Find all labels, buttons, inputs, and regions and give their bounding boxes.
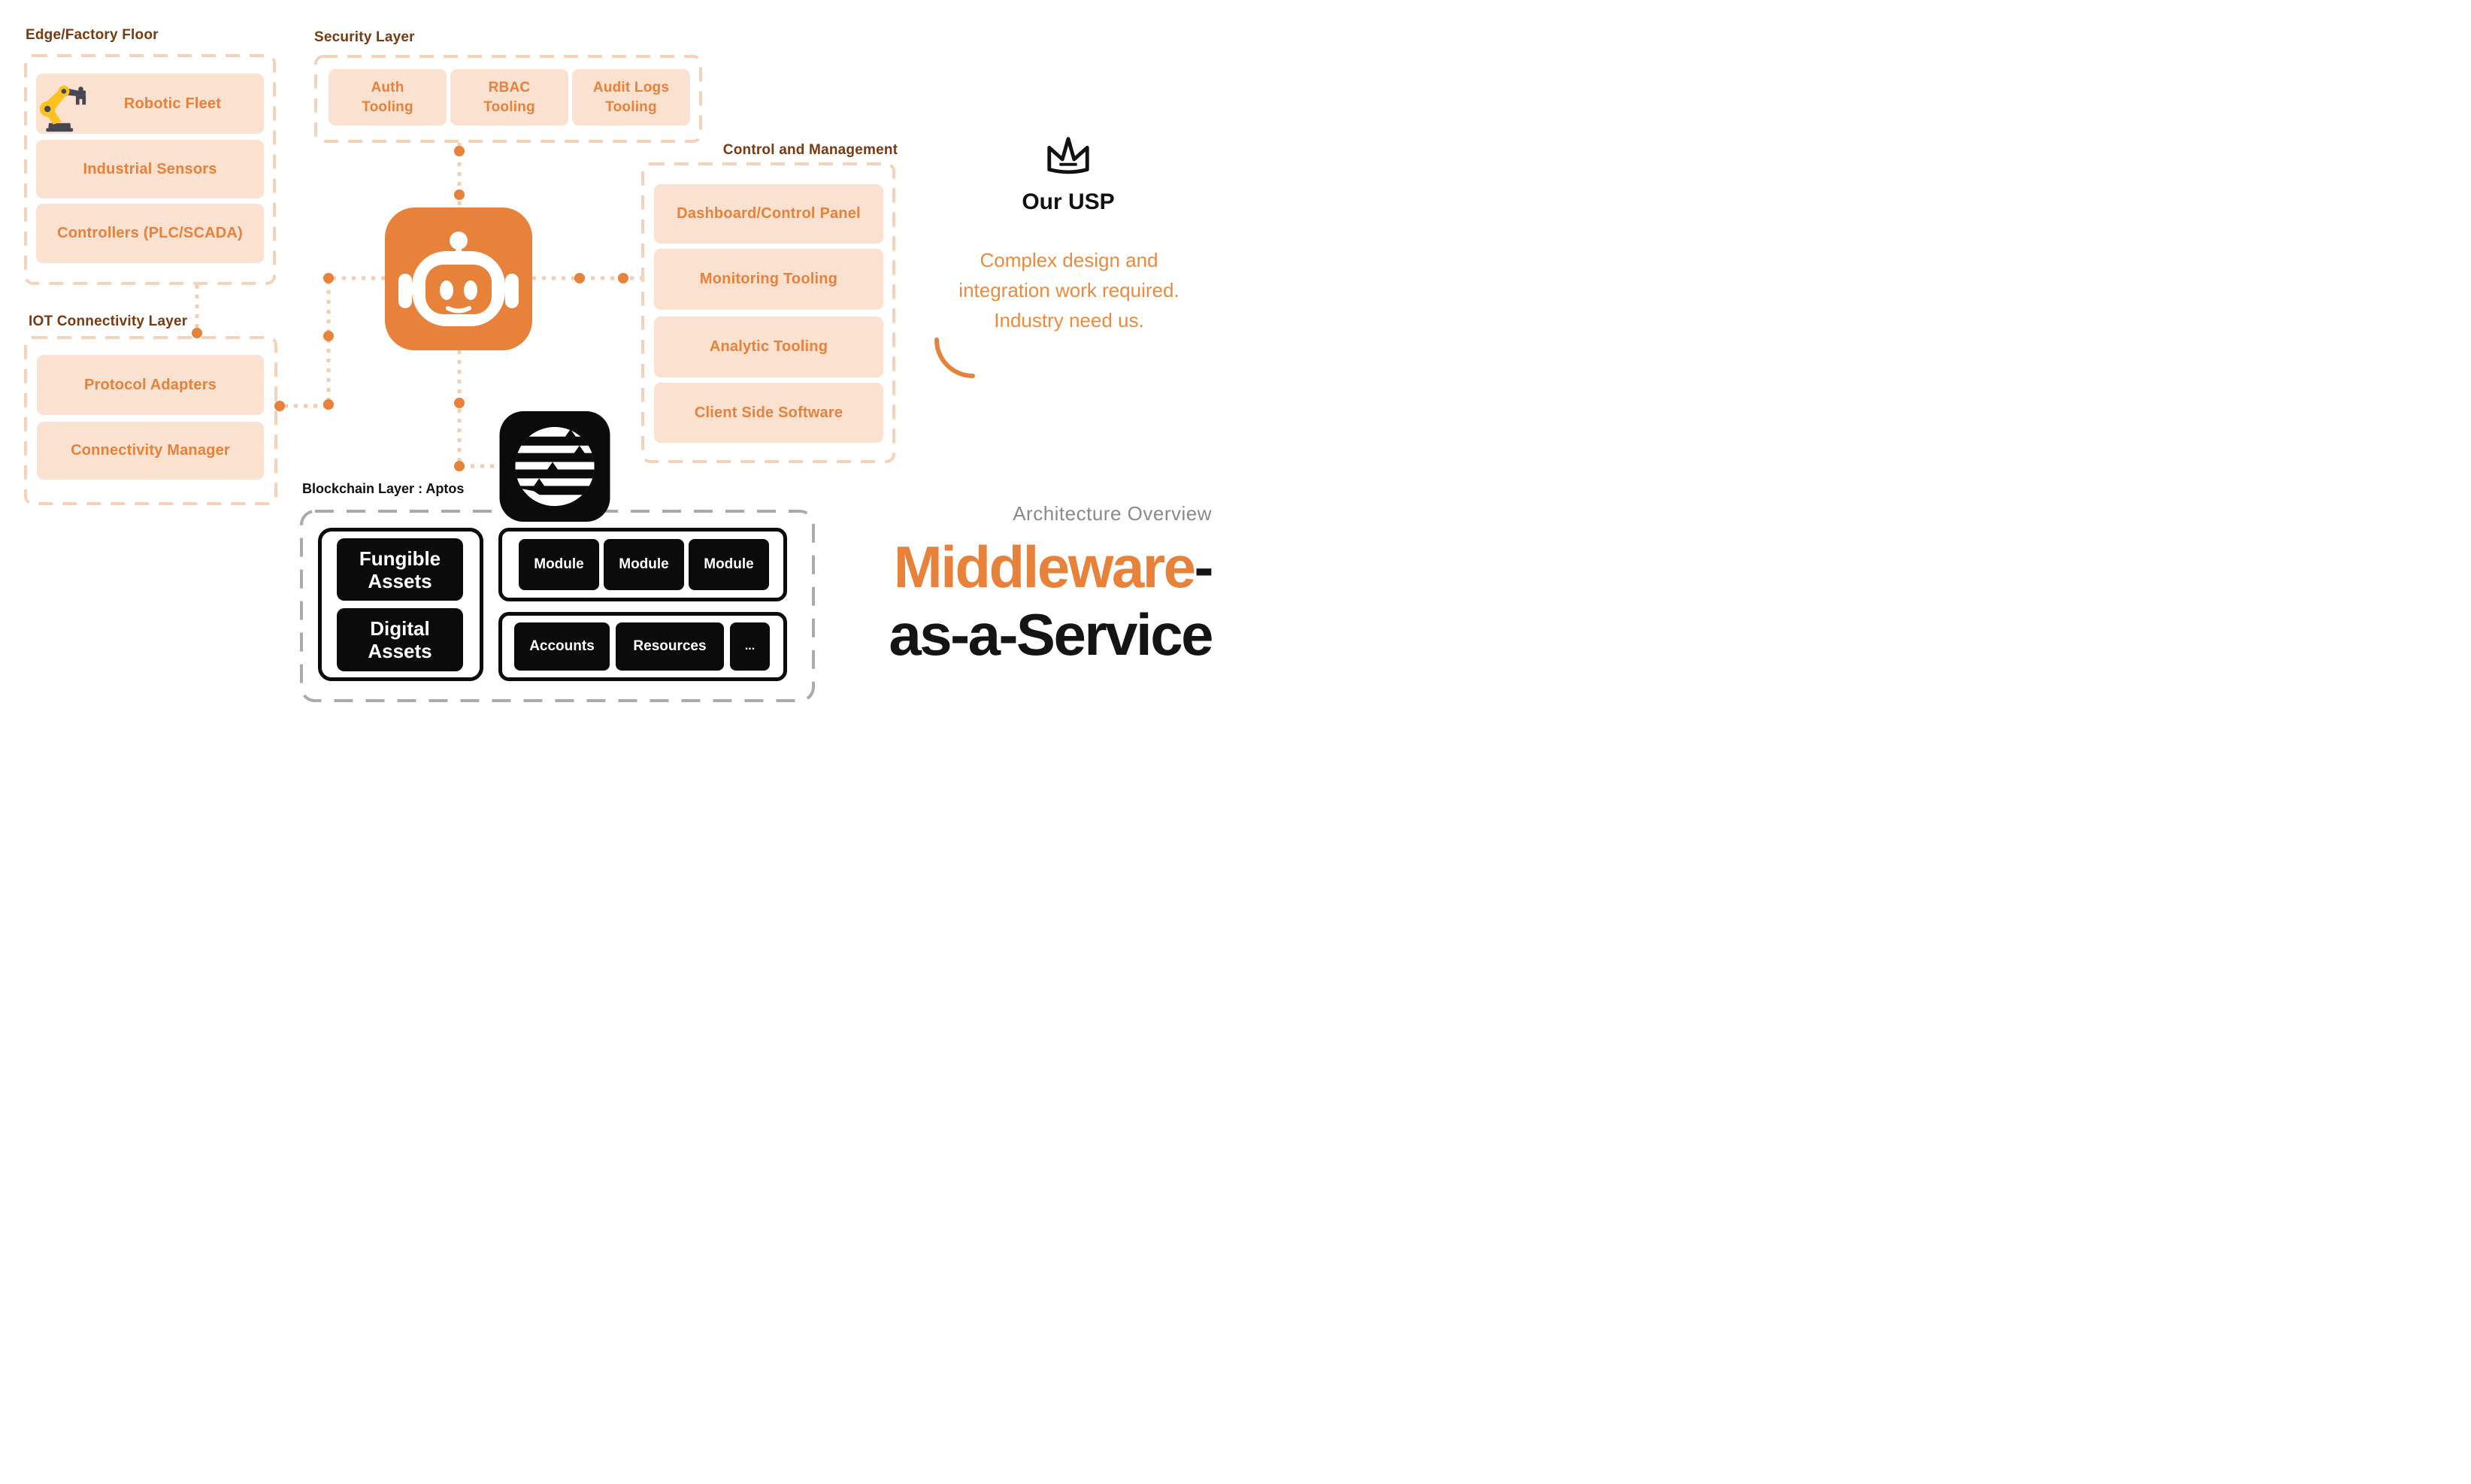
usp-swash-arc [934, 338, 975, 378]
card-industrial-sensors: Industrial Sensors [36, 140, 264, 198]
connector-robot-aptos [457, 350, 499, 468]
accounts-group: Accounts Resources ... [498, 612, 787, 681]
card-more: ... [730, 622, 770, 671]
title-block: Architecture Overview Middleware- as-a-S… [782, 502, 1214, 668]
card-label: RBAC Tooling [483, 79, 535, 115]
card-label: Dashboard/Control Panel [677, 205, 861, 222]
card-label: Audit Logs Tooling [592, 79, 670, 115]
main-title-line1: Middleware- [782, 533, 1214, 601]
usp-title: Our USP [1022, 189, 1115, 214]
iot-section-label: IOT Connectivity Layer [29, 313, 188, 329]
card-dashboard: Dashboard/Control Panel [654, 184, 883, 244]
security-box-border [314, 55, 702, 143]
edge-section: Robotic Fleet Industrial Sensors Control… [24, 54, 276, 285]
card-module-1: Module [519, 539, 599, 590]
card-resources: Resources [616, 622, 724, 671]
robotic-arm-icon [39, 85, 86, 132]
card-module-3: Module [689, 539, 769, 590]
card-label: Robotic Fleet [123, 95, 222, 112]
card-accounts: Accounts [514, 622, 610, 671]
iot-box-border [24, 336, 277, 505]
connector-dots [192, 146, 628, 471]
card-label: Monitoring Tooling [699, 271, 838, 287]
card-label: Analytic Tooling [709, 338, 828, 355]
edge-section-label: Edge/Factory Floor [26, 27, 159, 43]
control-section-label: Control and Management [722, 142, 898, 158]
main-title-line2: as-a-Service [889, 601, 1213, 668]
card-analytic: Analytic Tooling [654, 316, 883, 377]
aptos-logo-icon [499, 411, 610, 522]
card-auth-tooling: Auth Tooling [329, 69, 447, 126]
robot-face-icon [385, 207, 532, 350]
main-title-hyphen: - [1194, 534, 1214, 600]
blockchain-section: Fungible Assets Digital Assets Module Mo… [300, 510, 815, 702]
card-rbac-tooling: RBAC Tooling [450, 69, 568, 126]
card-protocol-adapters: Protocol Adapters [37, 355, 264, 415]
main-title-orange: Middleware [893, 534, 1196, 600]
card-label: Auth Tooling [362, 79, 413, 115]
card-connectivity-manager: Connectivity Manager [37, 422, 264, 480]
security-section: Auth Tooling RBAC Tooling Audit Logs Too… [314, 55, 702, 143]
card-label: Client Side Software [694, 404, 843, 421]
usp-line: Complex design and [980, 249, 1158, 271]
control-section: Dashboard/Control Panel Monitoring Tooli… [641, 162, 895, 463]
usp-line: Industry need us. [994, 309, 1144, 332]
usp-text: Complex design and integration work requ… [919, 245, 1219, 335]
blockchain-box-border [300, 510, 815, 702]
card-label: Connectivity Manager [71, 442, 230, 459]
connector-lines [24, 54, 975, 702]
card-robotic-fleet: Robotic Fleet [36, 74, 264, 134]
architecture-diagram: Edge/Factory Floor Robotic Fleet Industr… [0, 0, 1235, 742]
overview-subtitle: Architecture Overview [1013, 502, 1212, 525]
card-digital-assets: Digital Assets [337, 608, 463, 671]
card-monitoring: Monitoring Tooling [654, 249, 883, 310]
card-controllers: Controllers (PLC/SCADA) [36, 204, 264, 263]
usp-line: integration work required. [958, 279, 1179, 301]
card-fungible-assets: Fungible Assets [337, 538, 463, 601]
edge-box-border [24, 54, 276, 285]
connector-robot-iot [277, 276, 385, 408]
blockchain-section-label: Blockchain Layer : Aptos [302, 481, 465, 496]
control-box-border [641, 162, 895, 463]
card-label: Controllers (PLC/SCADA) [57, 225, 243, 241]
card-label: Protocol Adapters [83, 376, 217, 393]
card-label: Industrial Sensors [83, 160, 217, 177]
card-audit-logs-tooling: Audit Logs Tooling [572, 69, 690, 126]
card-module-2: Module [604, 539, 684, 590]
assets-group: Fungible Assets Digital Assets [318, 528, 483, 681]
crown-icon [1047, 137, 1089, 174]
modules-group: Module Module Module [498, 528, 787, 601]
security-section-label: Security Layer [314, 29, 415, 45]
iot-section: Protocol Adapters Connectivity Manager [24, 336, 277, 505]
card-client-side: Client Side Software [654, 383, 883, 443]
